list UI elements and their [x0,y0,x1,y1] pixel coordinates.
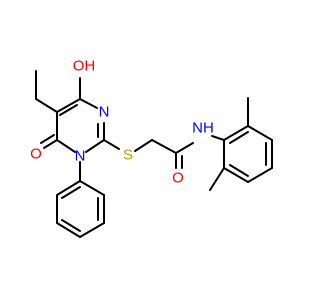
bond-ph-4-5-inner [61,219,81,232]
bond-c6-n1 [56,139,76,153]
ring-nitrogen-3-label: N [99,104,110,121]
bond-ar-5-6 [223,167,249,183]
atom-label-layer: OH O N N S O NH [30,58,214,187]
bond-ch2-co [151,139,177,154]
bond-ar-5-6-inner [229,164,249,177]
bond-ar-2-3 [247,125,273,141]
molecule-diagram: OH O N N S O NH [30,58,273,238]
bond-ar-4-5 [247,167,273,183]
ring-carbonyl-oxygen-label: O [30,146,42,163]
hydroxyl-label: OH [73,58,96,75]
bond-ph-1-2 [79,180,105,196]
bond-ph-3-4 [79,222,105,238]
bond-nh-aryl [211,135,225,141]
bond-c6-o-double [43,139,58,149]
amide-oxygen-label: O [172,170,184,187]
sulfur-label: S [123,147,133,164]
bond-ph-6-1 [56,180,81,196]
bond-layer [35,70,273,238]
amide-nh-label: NH [192,120,214,137]
bond-c6-o-double-inner [40,134,55,144]
ring-nitrogen-1-label: N [75,148,86,165]
bond-ar-1-2 [223,125,249,141]
bond-c2-s [103,139,120,150]
bond-ph-6-1-inner [61,186,81,199]
bond-s-ch2 [134,139,153,152]
bond-n1-c2 [85,139,105,153]
bond-ar-methyl-bottom [209,167,225,191]
bond-c4-c5-double-inner [59,104,78,116]
bond-c5-ethyl [35,98,58,113]
bond-n3-c4 [79,98,98,109]
bond-c4-c5-double [56,98,81,113]
bond-co-nh [175,142,194,154]
bond-ar-1-2-inner [229,131,249,144]
bond-ph-4-5 [56,222,81,238]
